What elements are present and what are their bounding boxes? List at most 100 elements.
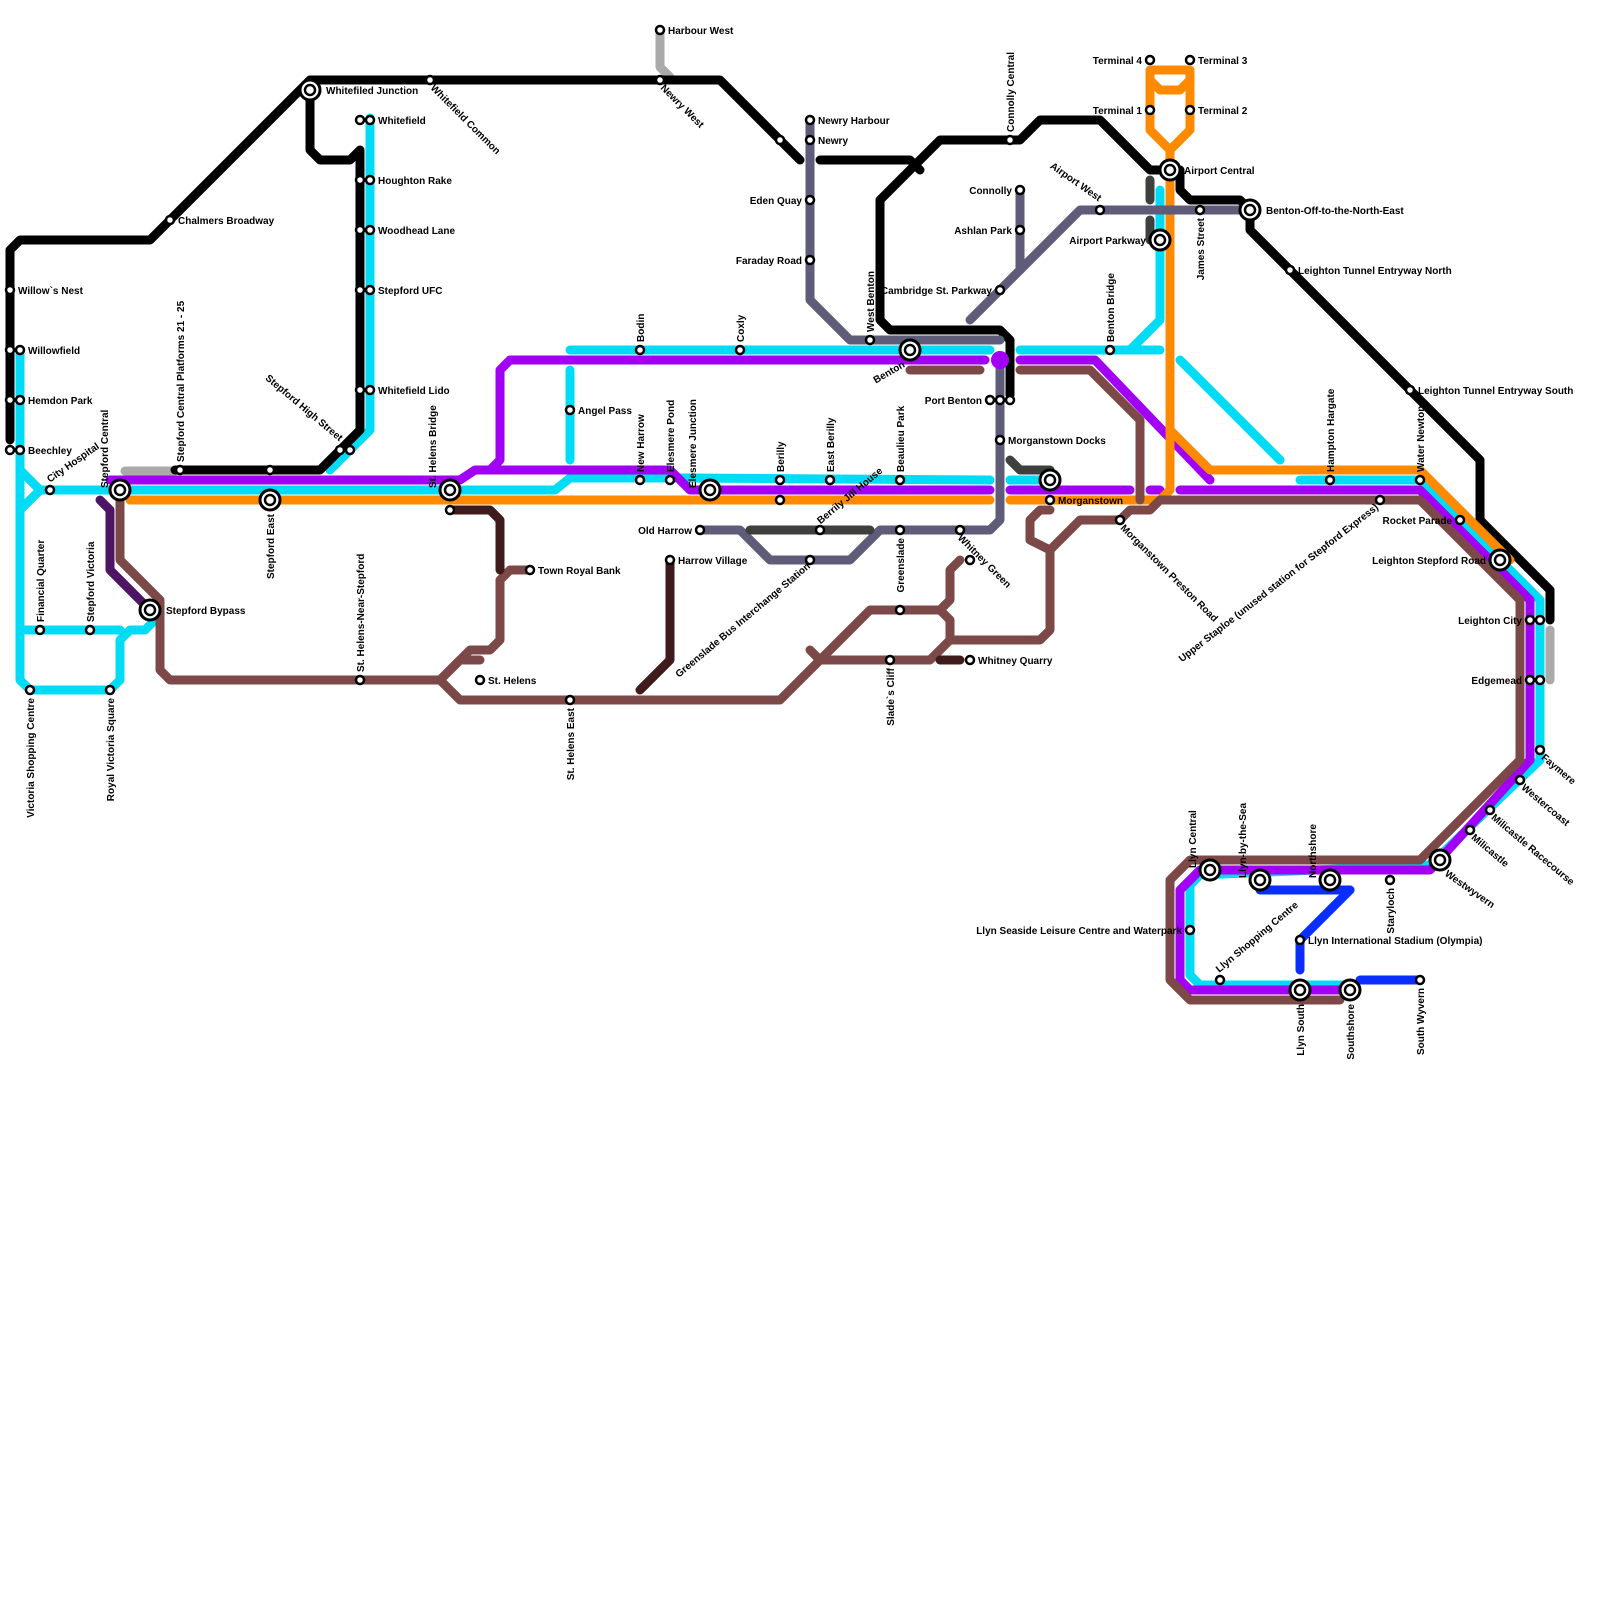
interchange-station[interactable]: Stepford Bypass [138, 598, 246, 622]
station-marker[interactable] [654, 24, 666, 36]
interchange-station[interactable]: Whitefiled Junction [298, 78, 418, 102]
interchange-station[interactable]: Benton-Off-to-the-North-East [1238, 198, 1404, 222]
station-marker[interactable] [664, 474, 676, 486]
station-marker[interactable] [1184, 104, 1196, 116]
station[interactable]: East Berilly [824, 417, 837, 486]
station-marker[interactable] [804, 194, 816, 206]
interchange-marker[interactable] [1428, 848, 1452, 872]
station-marker[interactable] [4, 284, 16, 296]
station-marker[interactable] [824, 474, 836, 486]
station[interactable]: Staryloch [1384, 874, 1397, 934]
interchange-marker[interactable] [1198, 858, 1222, 882]
station[interactable]: Leighton Tunnel Entryway South [1404, 384, 1573, 397]
station-marker[interactable] [1524, 614, 1536, 626]
station-marker[interactable] [1014, 224, 1026, 236]
station[interactable]: Connolly [969, 184, 1026, 197]
station-marker[interactable] [1414, 474, 1426, 486]
station[interactable]: Town Royal Bank [524, 564, 621, 577]
station-marker[interactable] [1464, 824, 1476, 836]
station-marker[interactable] [1144, 54, 1156, 66]
station-marker[interactable] [14, 444, 26, 456]
interchange-marker[interactable] [1338, 978, 1362, 1002]
station[interactable]: Slade`s Cliff [884, 654, 897, 726]
station-marker[interactable] [964, 654, 976, 666]
interchange-station[interactable]: Llyn Central [1188, 810, 1222, 882]
station-marker[interactable] [4, 394, 16, 406]
station-marker[interactable] [634, 474, 646, 486]
station[interactable]: Whitefield Lido [364, 384, 450, 397]
station[interactable]: Terminal 3 [1184, 54, 1248, 67]
station[interactable] [344, 444, 356, 456]
station-marker[interactable] [1184, 924, 1196, 936]
station[interactable] [894, 604, 906, 616]
station-marker[interactable] [994, 284, 1006, 296]
station[interactable]: Edgemead [1471, 674, 1536, 687]
station[interactable] [994, 394, 1006, 406]
station[interactable]: Leighton Tunnel Entryway North [1284, 264, 1452, 277]
station-marker[interactable] [524, 564, 536, 576]
station-marker[interactable] [1184, 54, 1196, 66]
station[interactable]: Morganstown [1044, 494, 1123, 507]
station[interactable]: Rocket Parade [1383, 514, 1466, 527]
station-marker[interactable] [774, 494, 786, 506]
station[interactable] [354, 174, 366, 186]
station-marker[interactable] [1014, 184, 1026, 196]
station-marker[interactable] [1144, 104, 1156, 116]
station-marker[interactable] [424, 74, 436, 86]
station[interactable]: Stepford Victoria [84, 541, 97, 636]
station[interactable] [4, 344, 16, 356]
station-marker[interactable] [1514, 774, 1526, 786]
station-marker[interactable] [14, 344, 26, 356]
station[interactable]: Faymere [1534, 744, 1578, 787]
station-marker[interactable] [1114, 514, 1126, 526]
station[interactable]: Beaulieu Park [894, 405, 907, 486]
station-marker[interactable] [364, 174, 376, 186]
station[interactable]: Coxly [734, 314, 747, 356]
station[interactable]: Willow`s Nest [4, 284, 84, 297]
station[interactable]: Hemdon Park [14, 394, 93, 407]
station[interactable]: Stepford High Street [263, 373, 346, 456]
station-marker[interactable] [364, 384, 376, 396]
station-marker[interactable] [84, 624, 96, 636]
station[interactable]: Llyn Seaside Leisure Centre and Waterpar… [976, 924, 1196, 937]
station[interactable]: Financial Quarter [34, 540, 47, 636]
station-marker[interactable] [364, 114, 376, 126]
station-marker[interactable] [104, 684, 116, 696]
station[interactable]: Faraday Road [736, 254, 816, 267]
station[interactable]: New Harrow [634, 414, 647, 486]
station[interactable] [4, 394, 16, 406]
station-marker[interactable] [354, 114, 366, 126]
station[interactable]: Whitefield Common [424, 74, 502, 157]
station[interactable]: Whitney Quarry [964, 654, 1053, 667]
station-marker[interactable] [24, 684, 36, 696]
station[interactable]: Whitefield [364, 114, 426, 127]
station[interactable]: Chalmers Broadway [164, 214, 275, 227]
station[interactable]: Angel Pass [564, 404, 632, 417]
station[interactable]: Connolly Central [1004, 52, 1017, 146]
station[interactable] [774, 494, 786, 506]
station-marker[interactable] [334, 444, 346, 456]
station-marker[interactable] [4, 344, 16, 356]
station-marker[interactable] [774, 474, 786, 486]
station[interactable] [354, 384, 366, 396]
station[interactable]: Old Harrow [638, 524, 706, 537]
station-marker[interactable] [894, 474, 906, 486]
interchange-marker[interactable] [1318, 868, 1342, 892]
interchange-station[interactable]: Leighton Stepford Road [1372, 548, 1512, 572]
interchange-marker[interactable] [1288, 978, 1312, 1002]
station[interactable]: Stepford Central Platforms 21 - 25 [174, 300, 187, 476]
station-marker[interactable] [1004, 134, 1016, 146]
station-marker[interactable] [884, 654, 896, 666]
station[interactable]: Water Newton [1414, 406, 1427, 486]
station-marker[interactable] [1284, 264, 1296, 276]
station-marker[interactable] [864, 334, 876, 346]
station[interactable]: Llyn International Stadium (Olympia) [1294, 934, 1482, 947]
station-marker[interactable] [1214, 974, 1226, 986]
interchange-marker[interactable] [898, 338, 922, 362]
station-marker[interactable] [354, 224, 366, 236]
interchange-station[interactable] [1038, 468, 1062, 492]
station-marker[interactable] [1414, 974, 1426, 986]
station-marker[interactable] [894, 604, 906, 616]
station[interactable]: Woodhead Lane [364, 224, 455, 237]
station-marker[interactable] [364, 224, 376, 236]
